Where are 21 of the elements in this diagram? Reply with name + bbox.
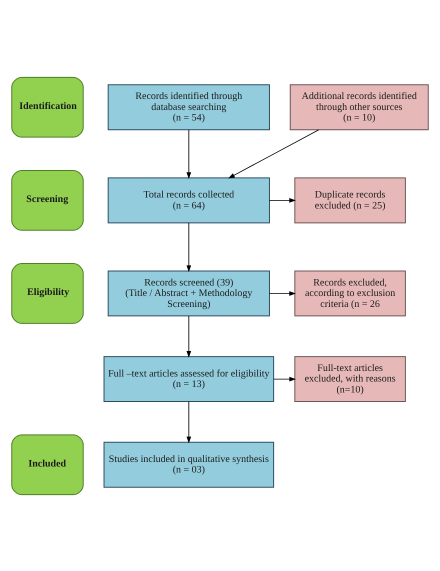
node-box: Full-text articles excluded, with reasons (n=10) [294,356,406,402]
arrow [186,400,192,443]
node-box: Records identified through database searching (n = 54) [108,84,270,130]
node-box: Identification [11,76,84,138]
node-box: Records excluded, according to exclusion criteria (n = 26 [294,270,406,316]
node-box: Eligibility [11,262,84,324]
node-box: Total records collected (n = 64) [108,176,270,223]
arrow [186,222,192,272]
node-box: Duplicate records excluded (n = 25) [294,176,406,223]
arrow [273,376,296,381]
node-box: Included [11,434,84,495]
node-box: Additional records identified through other sources (n = 10) [290,84,429,130]
node-box: Full –text articles assessed for eligibility (n = 13) [104,356,274,402]
node-box: Records screened (39) (Title / Abstract + Methodology Screening) [108,270,270,316]
arrow [269,290,296,296]
arrow [269,198,296,202]
arrow [186,128,192,178]
arrow [228,128,320,178]
node-box: Studies included in qualitative synthesis (n = 03) [104,441,274,488]
node-box: Screening [11,169,84,230]
arrow [186,315,192,358]
